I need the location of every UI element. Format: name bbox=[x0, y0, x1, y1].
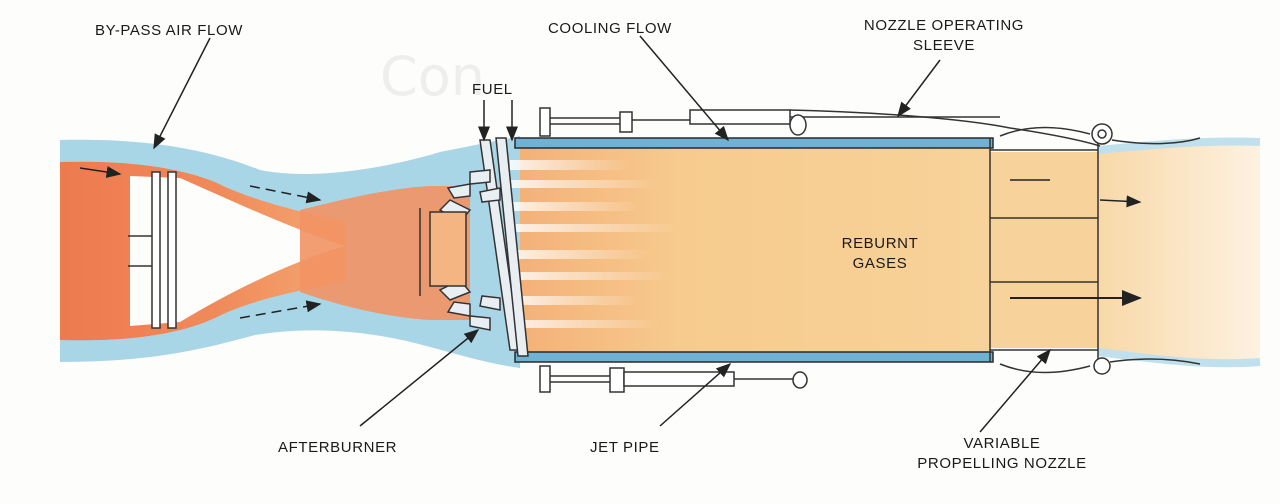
upper-actuator bbox=[539, 107, 1000, 137]
jet-pipe-lower-wall bbox=[514, 351, 994, 363]
nozzle-flaps bbox=[989, 123, 1201, 375]
fuel-label: FUEL bbox=[472, 81, 513, 98]
afterburner-label: AFTERBURNER bbox=[278, 439, 397, 456]
exhaust-plume bbox=[1098, 141, 1260, 364]
cooling-flow-label: COOLING FLOW bbox=[548, 20, 672, 37]
jet-pipe-label: JET PIPE bbox=[590, 439, 660, 456]
jet-pipe-upper-wall bbox=[514, 137, 994, 149]
lower-actuator bbox=[539, 365, 808, 393]
reburnt-gases-label-line2: GASES bbox=[853, 255, 908, 272]
reburnt-gases-label-line1: REBURNT bbox=[842, 235, 919, 252]
afterburner-spray-bars bbox=[128, 137, 529, 357]
flame-streaks bbox=[510, 160, 680, 328]
variable-propelling-nozzle-label-line2: PROPELLING NOZZLE bbox=[917, 455, 1086, 472]
leader-lines bbox=[153, 35, 1051, 433]
bypass-air-flow-label: BY-PASS AIR FLOW bbox=[95, 22, 243, 39]
flow-arrows bbox=[79, 166, 1142, 319]
exhaust-cone bbox=[130, 176, 345, 326]
variable-propelling-nozzle-label-line1: VARIABLE bbox=[963, 435, 1040, 452]
mixing-zone bbox=[300, 186, 470, 320]
plume-edge-top bbox=[1097, 137, 1261, 154]
nozzle-sleeve-outline bbox=[789, 109, 1101, 147]
background-watermark: Con bbox=[380, 45, 485, 108]
nozzle-operating-sleeve-label-line1: NOZZLE OPERATING bbox=[864, 17, 1024, 34]
nozzle-region bbox=[990, 152, 1098, 348]
nozzle-operating-sleeve-label-line2: SLEEVE bbox=[913, 37, 975, 54]
